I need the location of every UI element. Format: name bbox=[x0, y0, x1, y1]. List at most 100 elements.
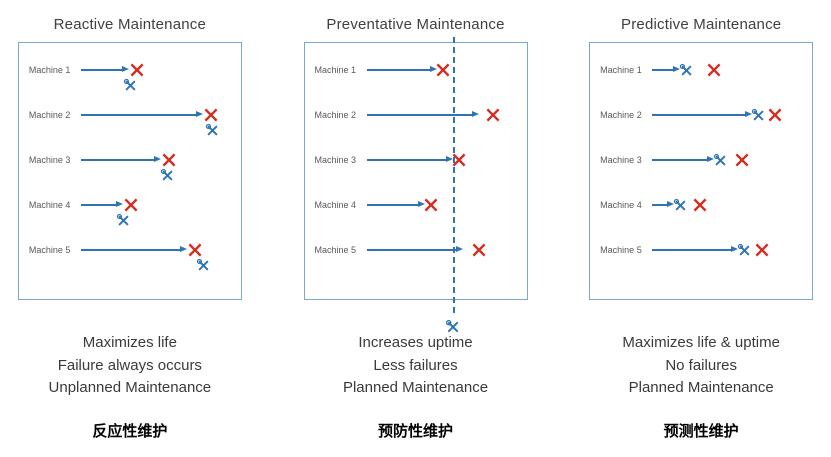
machine-label: Machine 4 bbox=[314, 200, 357, 210]
machine-row: Machine 3 bbox=[29, 147, 235, 173]
arrow-icon bbox=[652, 109, 753, 119]
arrow-icon bbox=[652, 199, 675, 209]
machine-row: Machine 4 bbox=[600, 192, 806, 218]
arrow-icon bbox=[80, 109, 203, 119]
timeline-box-preventative: Machine 1 Machine 2 Machine 3 Machine 4 bbox=[303, 37, 528, 300]
machine-label: Machine 5 bbox=[314, 245, 357, 255]
failure-x-icon bbox=[162, 153, 176, 167]
wrench-icon bbox=[196, 258, 211, 273]
machine-label: Machine 4 bbox=[28, 200, 71, 210]
wrench-icon bbox=[679, 63, 694, 78]
arrow-icon bbox=[80, 244, 187, 254]
machine-row: Machine 1 bbox=[600, 57, 806, 83]
machine-row: Machine 3 bbox=[600, 147, 806, 173]
description-line: Increases uptime bbox=[358, 334, 473, 351]
arrow-icon bbox=[652, 244, 739, 254]
machine-label: Machine 3 bbox=[28, 155, 71, 165]
description-line: Planned Maintenance bbox=[628, 379, 774, 396]
machine-row: Machine 5 bbox=[29, 237, 235, 263]
description-text: Maximizes life Failure always occurs Unp… bbox=[49, 332, 212, 400]
machine-label: Machine 1 bbox=[600, 65, 642, 75]
failure-x-icon bbox=[472, 243, 486, 257]
machine-row: Machine 2 bbox=[600, 102, 806, 128]
chinese-label: 预测性维护 bbox=[663, 422, 739, 440]
arrow-icon bbox=[652, 64, 681, 74]
machine-row: Machine 4 bbox=[29, 192, 235, 218]
failure-x-icon bbox=[707, 63, 721, 77]
description-line: Less failures bbox=[373, 356, 458, 374]
machine-label: Machine 3 bbox=[314, 155, 357, 165]
wrench-icon bbox=[123, 78, 138, 93]
failure-x-icon bbox=[436, 63, 450, 77]
arrow-icon bbox=[80, 154, 161, 164]
machine-label: Machine 4 bbox=[600, 200, 642, 210]
chinese-label: 预防性维护 bbox=[378, 422, 454, 440]
description-line: Maximizes life & uptime bbox=[622, 334, 780, 351]
chinese-label: 反应性维护 bbox=[92, 422, 168, 440]
arrow-icon bbox=[366, 244, 463, 254]
machine-row: Machine 5 bbox=[315, 237, 521, 263]
machine-label: Machine 2 bbox=[600, 110, 642, 120]
machine-row: Machine 2 bbox=[29, 102, 235, 128]
panel-reactive: Reactive Maintenance Machine 1 Machine 2 bbox=[12, 10, 248, 441]
failure-x-icon bbox=[130, 63, 144, 77]
machine-row: Machine 2 bbox=[315, 102, 521, 128]
wrench-icon bbox=[205, 123, 220, 138]
machine-row: Machine 3 bbox=[315, 147, 521, 173]
failure-x-icon bbox=[486, 108, 500, 122]
description-line: Failure always occurs bbox=[57, 356, 202, 374]
arrow-icon bbox=[366, 109, 479, 119]
wrench-icon bbox=[751, 108, 766, 123]
arrow-icon bbox=[366, 154, 453, 164]
failure-group bbox=[162, 153, 176, 167]
machine-label: Machine 1 bbox=[314, 65, 357, 75]
wrench-icon bbox=[116, 213, 131, 228]
machine-label: Machine 3 bbox=[600, 155, 642, 165]
panel-predictive: Predictive Maintenance Machine 1 Machine… bbox=[583, 10, 819, 441]
description-line: Maximizes life bbox=[82, 334, 177, 351]
machine-label: Machine 5 bbox=[600, 245, 642, 255]
machine-row: Machine 1 bbox=[29, 57, 235, 83]
arrow-icon bbox=[80, 199, 123, 209]
description-text: Maximizes life & uptime No failures Plan… bbox=[622, 332, 780, 400]
failure-x-icon bbox=[755, 243, 769, 257]
failure-group bbox=[124, 198, 138, 212]
arrow-icon bbox=[80, 64, 129, 74]
wrench-icon bbox=[673, 198, 688, 213]
failure-x-icon bbox=[424, 198, 438, 212]
machine-row: Machine 4 bbox=[315, 192, 521, 218]
wrench-icon bbox=[737, 243, 752, 258]
description-line: Unplanned Maintenance bbox=[48, 379, 212, 396]
failure-group bbox=[204, 108, 218, 122]
failure-x-icon bbox=[693, 198, 707, 212]
machine-label: Machine 2 bbox=[314, 110, 357, 120]
description-line: No failures bbox=[665, 356, 738, 374]
description-line: Planned Maintenance bbox=[342, 379, 489, 396]
failure-x-icon bbox=[204, 108, 218, 122]
scheduled-wrench-icon bbox=[445, 319, 461, 335]
timeline-box-predictive: Machine 1 Machine 2 Machine 3 Machine 4 bbox=[589, 42, 814, 300]
panel-title: Preventative Maintenance bbox=[326, 16, 505, 33]
machine-label: Machine 1 bbox=[28, 65, 71, 75]
wrench-icon bbox=[713, 153, 728, 168]
arrow-icon bbox=[652, 154, 715, 164]
machine-row: Machine 5 bbox=[600, 237, 806, 263]
arrow-icon bbox=[366, 64, 437, 74]
panel-title: Predictive Maintenance bbox=[621, 16, 782, 33]
failure-group bbox=[130, 63, 144, 77]
failure-x-icon bbox=[124, 198, 138, 212]
panel-title: Reactive Maintenance bbox=[53, 16, 207, 33]
machine-label: Machine 5 bbox=[28, 245, 71, 255]
arrow-icon bbox=[366, 199, 425, 209]
failure-group bbox=[188, 243, 202, 257]
panel-preventative: Preventative Maintenance Machine 1 Machi… bbox=[298, 10, 534, 441]
timeline-box-reactive: Machine 1 Machine 2 Machine 3 bbox=[17, 42, 242, 300]
failure-x-icon bbox=[452, 153, 466, 167]
machine-label: Machine 2 bbox=[28, 110, 71, 120]
machine-row: Machine 1 bbox=[315, 57, 521, 83]
description-text: Increases uptime Less failures Planned M… bbox=[343, 332, 488, 400]
failure-x-icon bbox=[768, 108, 782, 122]
wrench-icon bbox=[160, 168, 175, 183]
failure-x-icon bbox=[188, 243, 202, 257]
